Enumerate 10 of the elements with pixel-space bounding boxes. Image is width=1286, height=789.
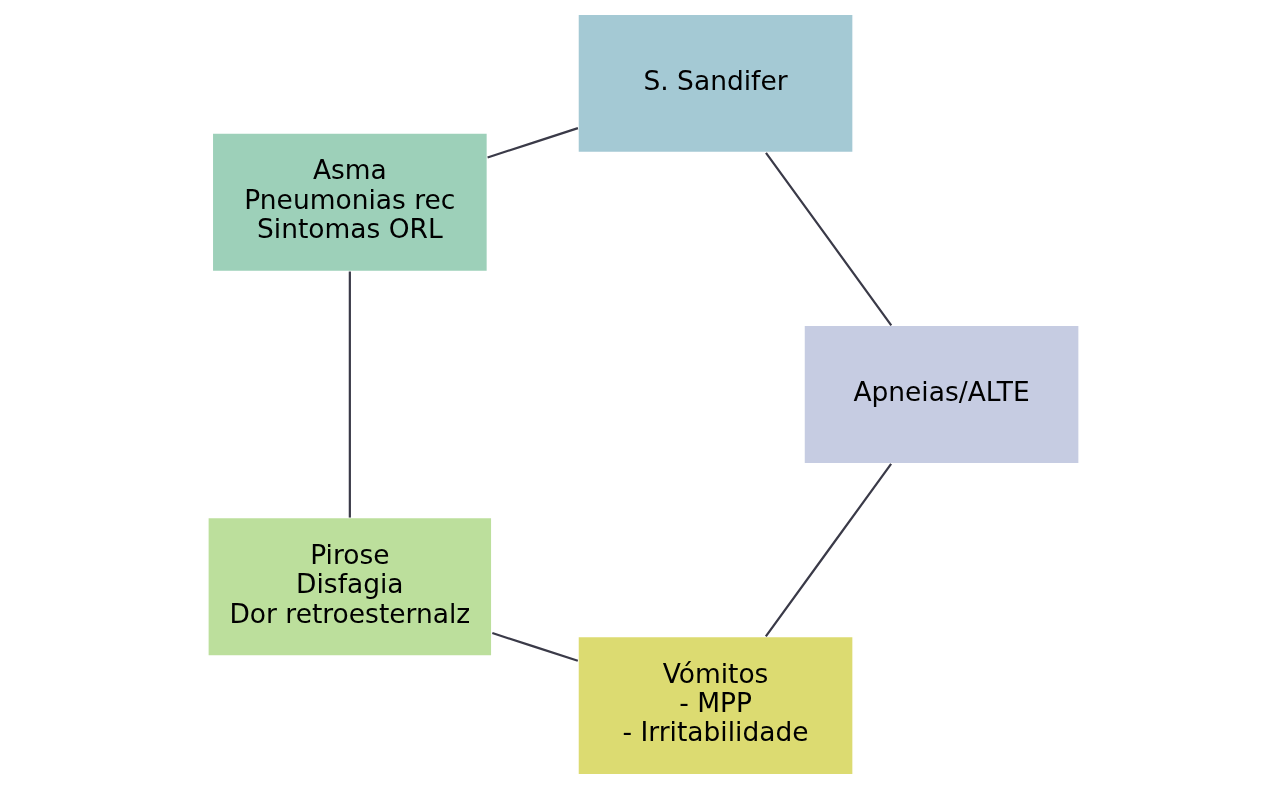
connector bbox=[491, 632, 578, 662]
connector bbox=[764, 463, 892, 637]
node-box: Pirose Disfagia Dor retroesternalz bbox=[206, 516, 493, 657]
connector bbox=[486, 127, 578, 159]
node-box: Asma Pneumonias rec Sintomas ORL bbox=[211, 132, 488, 273]
node-box: Vómitos - MPP - Irritabilidade bbox=[576, 635, 854, 776]
node-box: S. Sandifer bbox=[576, 13, 854, 154]
connector bbox=[348, 271, 351, 518]
connector bbox=[764, 152, 892, 326]
node-box: Apneias/ALTE bbox=[802, 324, 1080, 465]
